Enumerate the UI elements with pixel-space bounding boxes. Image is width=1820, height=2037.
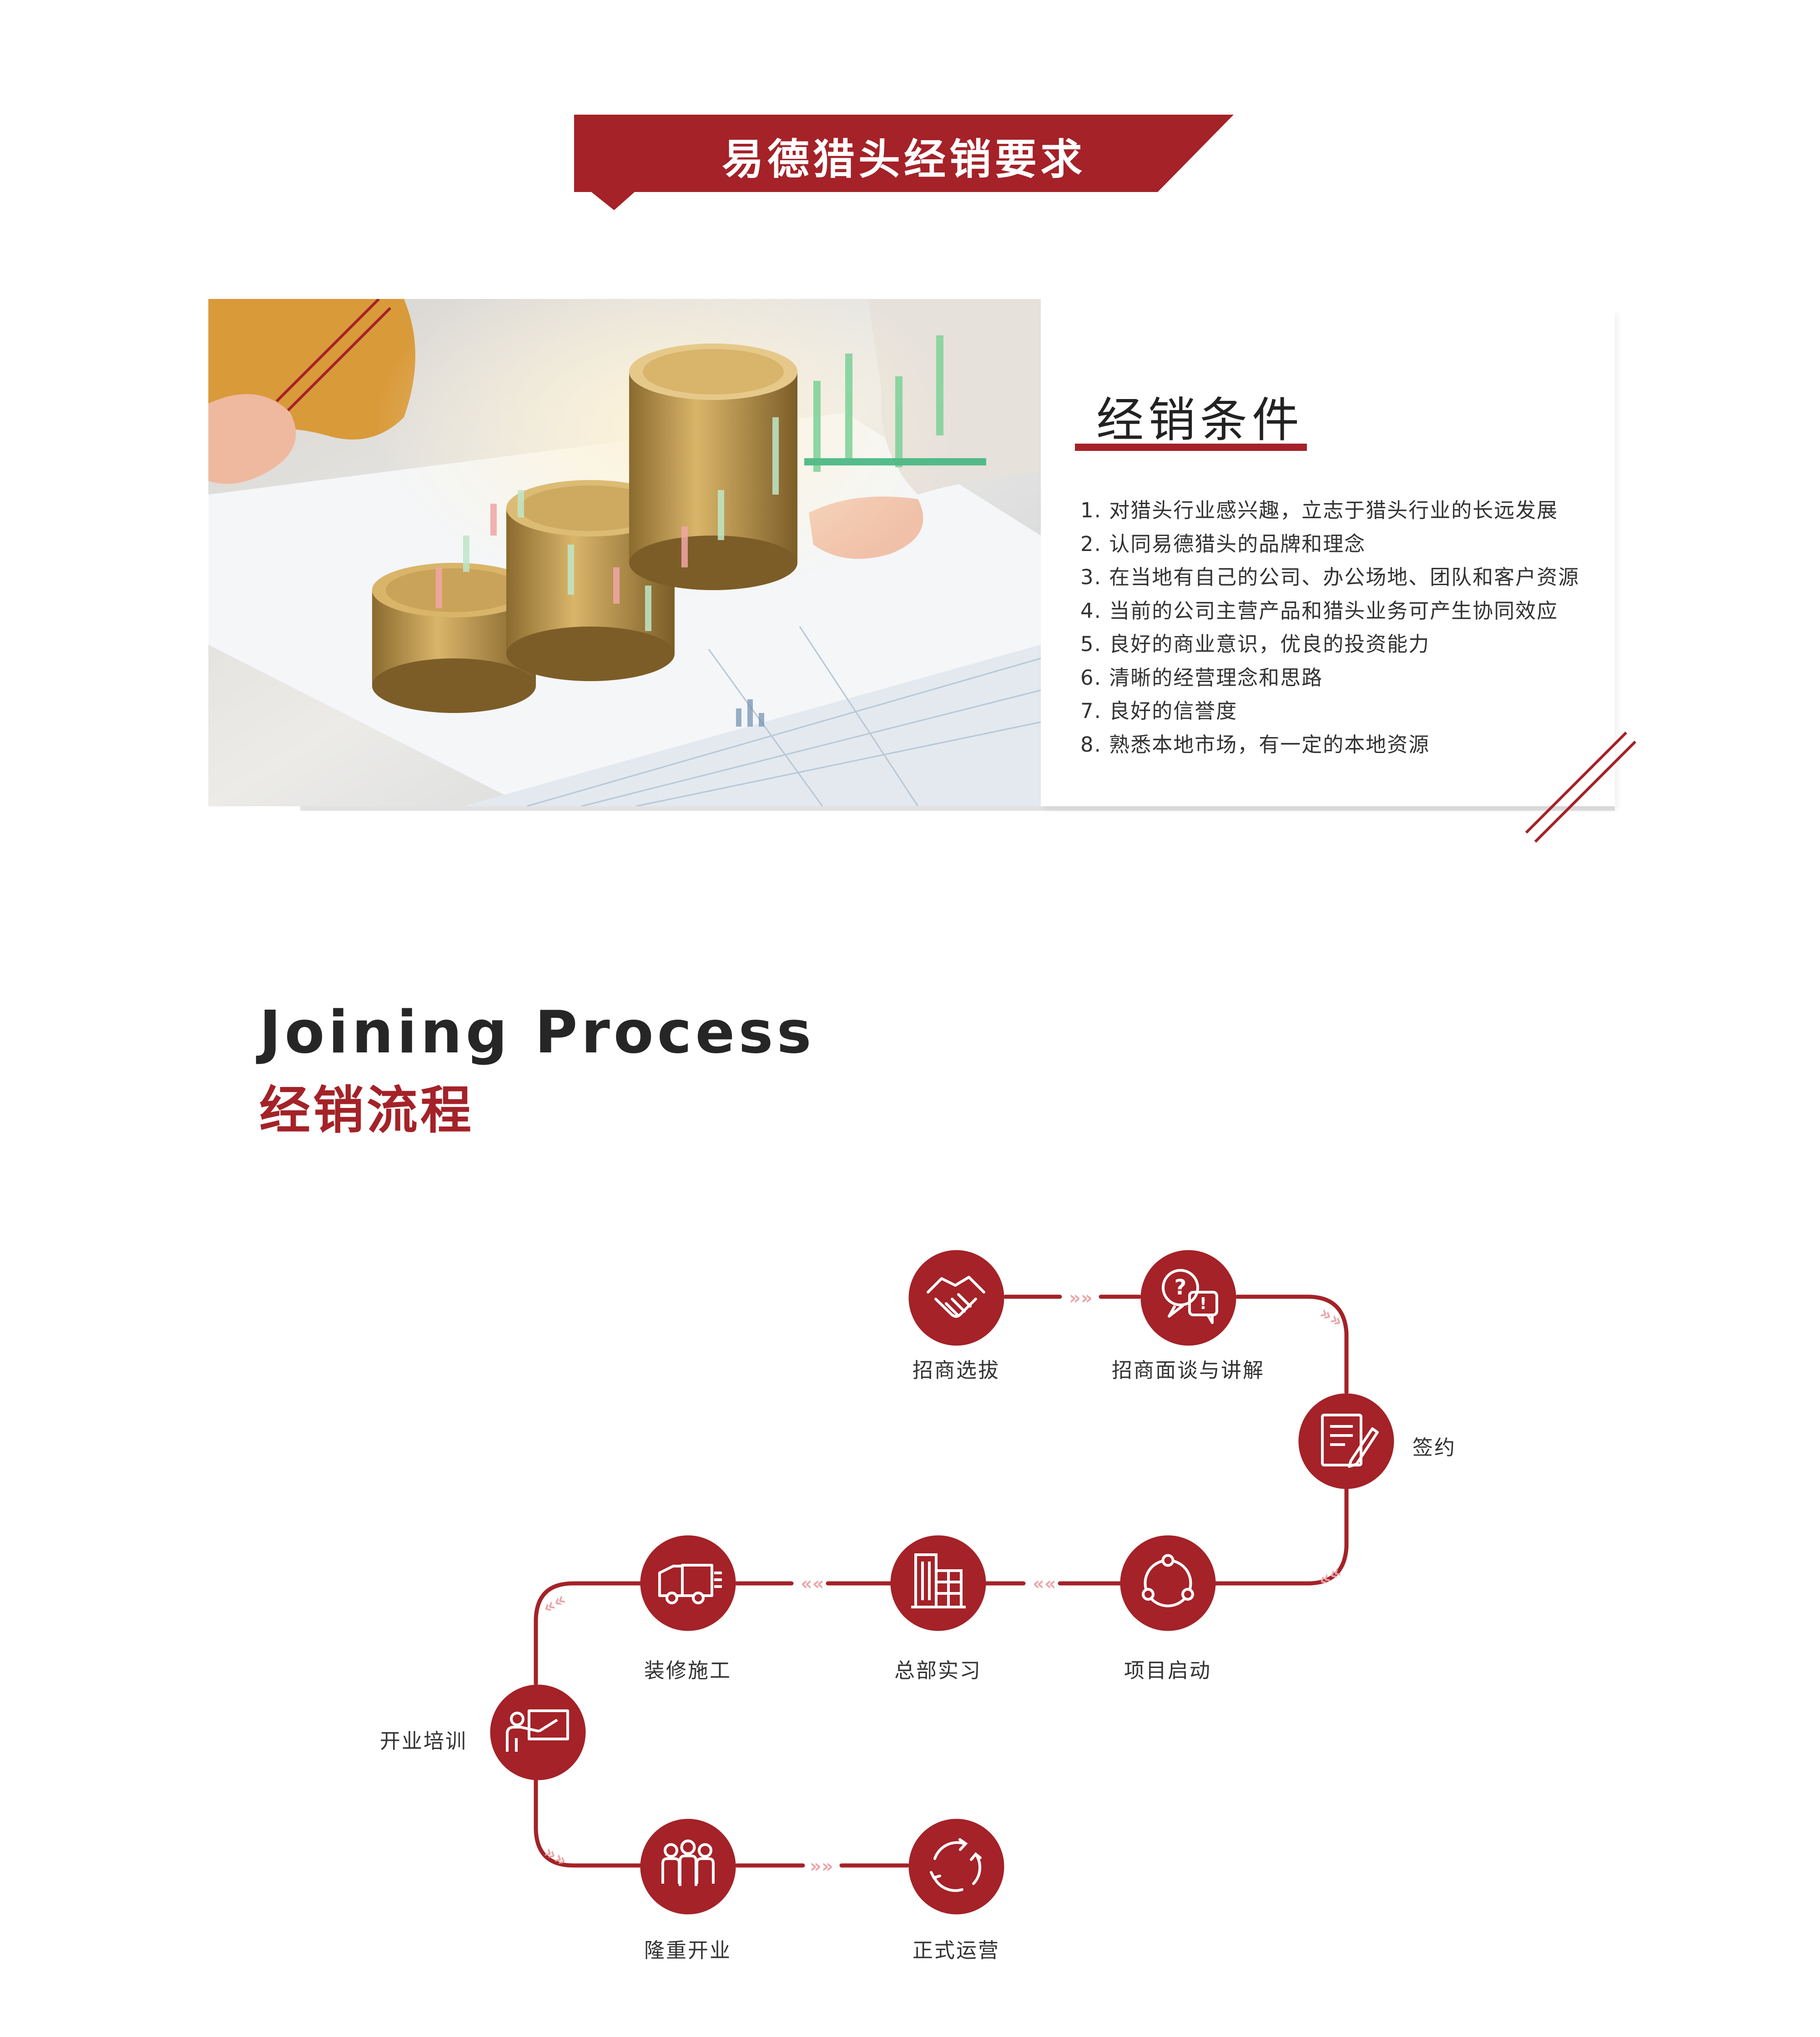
step-circle-grand-opening[interactable]: [639, 1818, 737, 1916]
training-board-icon: [506, 1709, 569, 1752]
team-people-icon: [661, 1840, 715, 1886]
step-circle-interview[interactable]: ? !: [1139, 1249, 1237, 1347]
svg-text:»»: »»: [810, 1856, 833, 1877]
step-circle-project-start[interactable]: [1119, 1534, 1217, 1632]
step-circle-internship[interactable]: [889, 1534, 987, 1632]
svg-text:»»: »»: [1069, 1288, 1093, 1309]
condition-item: 2. 认同易德猎头的品牌和理念: [1080, 531, 1366, 556]
process-title-cn: 经销流程: [259, 1081, 474, 1140]
title-banner: [574, 115, 1234, 210]
condition-item: 1. 对猎头行业感兴趣，立志于猎头行业的长远发展: [1080, 498, 1558, 522]
condition-item: 4. 当前的公司主营产品和猎头业务可产生协同效应: [1080, 598, 1558, 623]
contract-sign-icon: [1321, 1414, 1379, 1468]
svg-text:««: ««: [801, 1573, 824, 1594]
card-bottom-line: [300, 806, 1615, 811]
conditions-title-underline: [1075, 444, 1307, 451]
banner-title: 易德猎头经销要求: [721, 135, 1086, 184]
condition-item: 6. 清晰的经营理念和思路: [1080, 665, 1323, 690]
svg-text:««: ««: [1033, 1573, 1056, 1594]
svg-text:!: !: [1200, 1294, 1207, 1313]
step-label-recruit: 招商选拔: [912, 1358, 1000, 1382]
process-title-en: Joining Process: [259, 999, 815, 1067]
step-circle-sign[interactable]: [1297, 1392, 1395, 1490]
step-label-sign: 签约: [1412, 1436, 1457, 1460]
condition-item: 7. 良好的信誉度: [1080, 699, 1238, 723]
headquarters-building-icon: [911, 1553, 966, 1608]
svg-text:?: ?: [1175, 1275, 1187, 1299]
step-circle-training[interactable]: [489, 1683, 587, 1781]
delivery-truck-icon: [658, 1564, 722, 1604]
conditions-card: [1041, 309, 1615, 806]
step-label-interview: 招商面谈与讲解: [1111, 1358, 1265, 1382]
step-circle-operation[interactable]: [907, 1818, 1005, 1916]
condition-item: 3. 在当地有自己的公司、办公场地、团队和客户资源: [1080, 565, 1580, 589]
svg-text:»»: »»: [1316, 1302, 1347, 1332]
condition-item: 8. 熟悉本地市场，有一定的本地资源: [1080, 732, 1430, 757]
conditions-list: 1. 对猎头行业感兴趣，立志于猎头行业的长远发展 2. 认同易德猎头的品牌和理念…: [1080, 494, 1626, 761]
handshake-icon: [927, 1276, 985, 1318]
finance-coins-photo: [208, 299, 1041, 806]
condition-item: 5. 良好的商业意识，优良的投资能力: [1080, 632, 1430, 656]
project-cycle-icon: [1142, 1554, 1194, 1607]
step-circle-recruit[interactable]: [907, 1249, 1005, 1347]
chat-question-icon: [1162, 1269, 1218, 1324]
step-label-grand-opening: 隆重开业: [644, 1938, 732, 1962]
corner-accent-lines: [1525, 731, 1637, 843]
step-label-renovation: 装修施工: [644, 1658, 732, 1683]
step-circle-renovation[interactable]: [639, 1534, 737, 1632]
step-label-operation: 正式运营: [912, 1938, 1000, 1962]
step-label-project-start: 项目启动: [1124, 1658, 1212, 1683]
step-label-training: 开业培训: [380, 1729, 468, 1753]
conditions-title: 经销条件: [1096, 392, 1304, 448]
refresh-cycle-icon: [930, 1838, 982, 1892]
step-label-internship: 总部实习: [894, 1658, 982, 1683]
